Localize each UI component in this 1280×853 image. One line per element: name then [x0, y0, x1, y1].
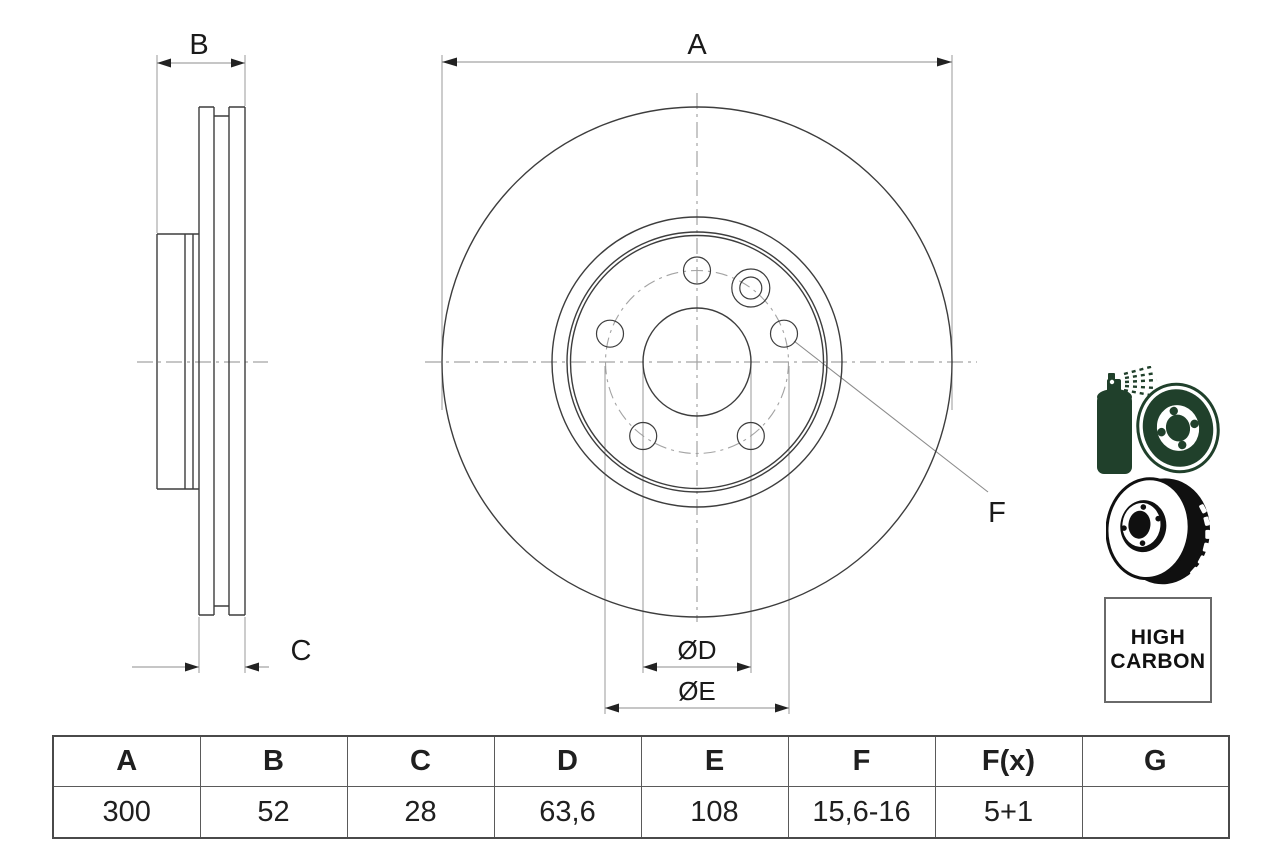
b-dim-arrow-right — [231, 58, 245, 68]
front-view-centerlines — [425, 93, 977, 622]
table-value-cell: 28 — [346, 786, 495, 839]
spray-can-body — [1097, 394, 1132, 474]
side-view-outline — [156, 106, 246, 616]
table-header-row: A B C D E F F(x) G — [52, 735, 1230, 787]
b-dim-arrow-left — [157, 58, 171, 68]
width-dim-label: B — [189, 29, 208, 61]
high-carbon-badge: HIGH CARBON — [1104, 597, 1212, 703]
thickness-dim-label: C — [291, 635, 312, 667]
bolt-holes — [595, 256, 799, 451]
table-value-cell: 52 — [199, 786, 348, 839]
bolt-hole-dim-label: F — [988, 497, 1006, 529]
table-value-cell: 5+1 — [934, 786, 1083, 839]
side-view-drawing: B C — [132, 29, 311, 673]
od-dim-arrow-left — [643, 662, 657, 672]
bore-dim-label: ØD — [678, 635, 717, 665]
table-value-cell: 300 — [52, 786, 201, 839]
oe-dim-arrow-right — [775, 703, 789, 713]
coating-spray-icon — [1097, 366, 1220, 474]
bolt-circle-dim-label: ØE — [678, 676, 716, 706]
table-value-cell — [1081, 786, 1230, 839]
dimensions-table: A B C D E F F(x) G 300 52 28 63,6 108 15… — [52, 735, 1230, 839]
spray-mist — [1123, 366, 1158, 397]
side-view-dimension-lines — [132, 62, 269, 668]
disc-outline — [441, 106, 953, 618]
oe-dim-arrow-left — [605, 703, 619, 713]
table-header-cell: A — [52, 735, 201, 787]
table-header-cell: F — [787, 735, 936, 787]
c-dim-arrow-right — [245, 662, 259, 672]
coated-disc — [1136, 382, 1220, 474]
table-header-cell: B — [199, 735, 348, 787]
locating-hole-inner — [739, 276, 763, 300]
side-view-extension-lines — [156, 55, 246, 673]
table-header-cell: F(x) — [934, 735, 1083, 787]
table-header-cell: E — [640, 735, 789, 787]
vented-disc-icon — [1106, 477, 1211, 585]
table-header-cell: C — [346, 735, 495, 787]
a-dim-arrow-left — [442, 57, 457, 67]
front-view-dimension-lines — [442, 61, 952, 709]
high-carbon-line2: CARBON — [1110, 650, 1206, 673]
a-dim-arrow-right — [937, 57, 952, 67]
od-dim-arrow-right — [737, 662, 751, 672]
table-header-cell: G — [1081, 735, 1230, 787]
hub-bolt-holes — [1121, 504, 1161, 546]
technical-drawing: B C — [132, 29, 1006, 714]
vent-slots — [1180, 504, 1211, 585]
front-view-extension-lines — [441, 55, 953, 714]
diameter-dim-label: A — [687, 29, 707, 61]
hub-bore — [1128, 510, 1151, 539]
table-value-cell: 15,6-16 — [787, 786, 936, 839]
locating-hole-outer — [731, 268, 771, 308]
table-header-cell: D — [493, 735, 642, 787]
table-value-cell: 108 — [640, 786, 789, 839]
front-view-drawing: A ØD ØE F — [425, 29, 1006, 714]
bolt-circle-centerline — [604, 269, 790, 455]
table-value-row: 300 52 28 63,6 108 15,6-16 5+1 — [52, 786, 1230, 839]
high-carbon-line1: HIGH — [1130, 626, 1186, 649]
table-value-cell: 63,6 — [493, 786, 642, 839]
c-dim-arrow-left — [185, 662, 199, 672]
